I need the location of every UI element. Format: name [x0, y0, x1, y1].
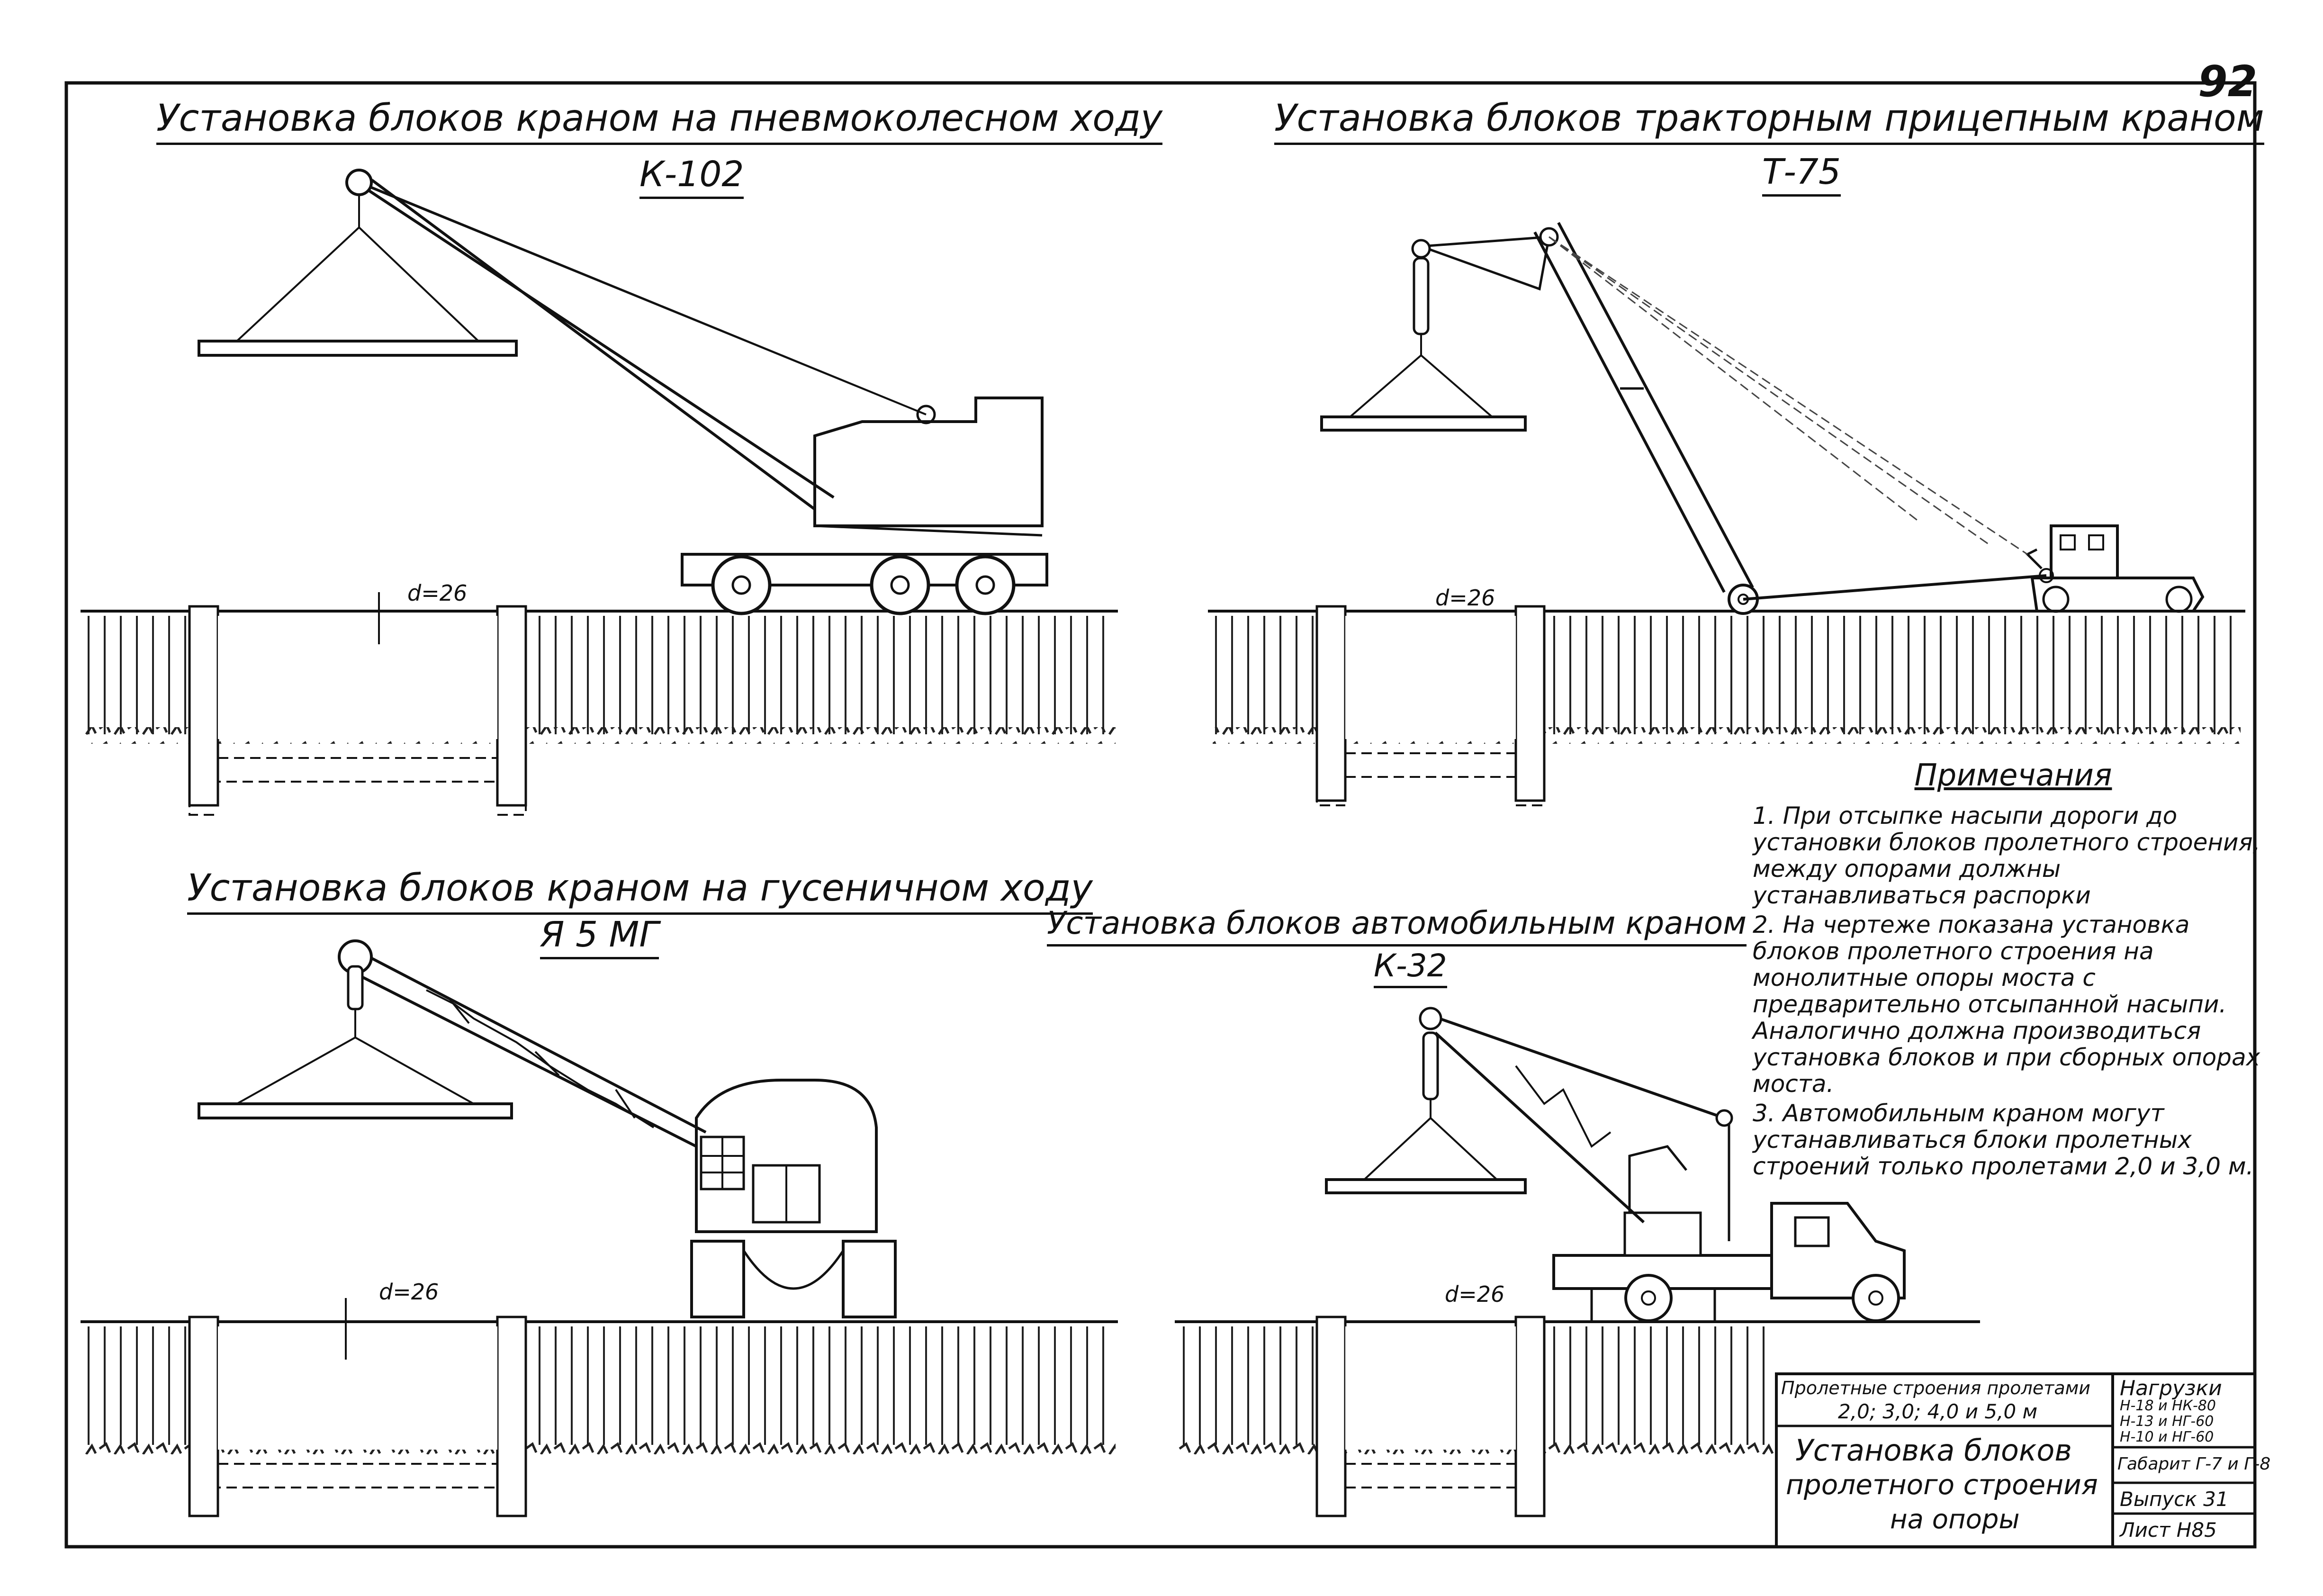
drawing-title-1: Установка блоков: [1795, 1433, 2072, 1468]
note-item-3: 3. Автомобильным краном могут устанавлив…: [1753, 1100, 2254, 1180]
view-ya5mg: [81, 939, 1118, 1517]
drawing-title-2: пролетного строения: [1786, 1469, 2098, 1501]
sheet-number: 92: [2198, 57, 2258, 107]
dimension-label-k32: d=26: [1445, 1281, 1505, 1307]
loads-line-1: Н-18 и НК-80: [2120, 1398, 2216, 1414]
gabarit-value: Габарит Г-7 и Г-8: [2117, 1454, 2271, 1474]
note-item-1: 1. При отсыпке насыпи дороги до установк…: [1753, 802, 2260, 909]
loads-line-2: Н-13 и НГ-60: [2120, 1413, 2214, 1430]
view-model-t75: Т-75: [1762, 152, 1841, 197]
dimension-label-k102: d=26: [407, 580, 468, 606]
dimension-label-t75: d=26: [1435, 585, 1495, 611]
dimension-label-ya5mg: d=26: [379, 1279, 439, 1305]
title-block: [1775, 1372, 2256, 1548]
notes-block: Примечания 1. При отсыпке насыпи дороги …: [1753, 758, 2274, 1182]
sheet-id: Лист Н85: [2120, 1518, 2217, 1542]
view-title-k32: Установка блоков автомобильным краном: [1047, 905, 1747, 947]
series-line-1: Пролетные строения пролетами: [1781, 1378, 2090, 1398]
sheet-frame: [64, 81, 2257, 1549]
drawing-title-3: на опоры: [1890, 1504, 2020, 1535]
note-item-2: 2. На чертеже показана установка блоков …: [1753, 911, 2260, 1098]
issue-number: Выпуск 31: [2120, 1488, 2229, 1511]
view-title-ya5mg: Установка блоков краном на гусеничном хо…: [187, 867, 1093, 915]
notes-heading: Примечания: [1914, 758, 2112, 793]
series-line-2: 2,0; 3,0; 4,0 и 5,0 м: [1838, 1400, 2038, 1423]
loads-line-3: Н-10 и НГ-60: [2120, 1429, 2214, 1445]
view-model-ya5mg: Я 5 МГ: [540, 914, 659, 959]
view-model-k102: К-102: [639, 154, 744, 199]
view-k32: [1175, 1007, 1980, 1517]
view-k102: [81, 169, 1118, 816]
view-title-t75: Установка блоков тракторным прицепным кр…: [1274, 97, 2264, 145]
view-model-k32: К-32: [1374, 947, 1447, 988]
view-t75: [1208, 222, 2245, 806]
loads-heading: Нагрузки: [2120, 1376, 2222, 1400]
view-title-k102: Установка блоков краном на пневмоколесно…: [156, 97, 1163, 145]
